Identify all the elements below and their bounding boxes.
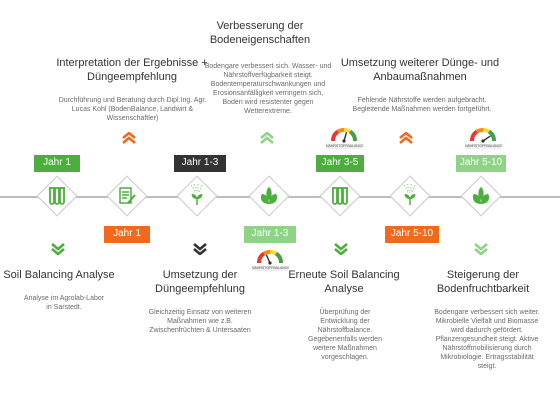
step-1-desc: Analyse im Agrolab-Labor in Sarstedt. bbox=[23, 295, 105, 311]
step-6-year-badge: Jahr 5-10 bbox=[385, 226, 439, 243]
step-2-diamond bbox=[106, 175, 148, 217]
step-6-desc: Fehlende Nährstoffe werden aufgebracht. … bbox=[352, 97, 492, 113]
gauge-label: NÄHRSTOFFBALANCE bbox=[252, 266, 290, 271]
test-tubes-icon bbox=[332, 187, 348, 205]
step-2-desc: Durchführung und Beratung durch Dipl.Ing… bbox=[58, 97, 207, 122]
plant-leaves-icon bbox=[260, 187, 278, 204]
chevron-down-icon bbox=[334, 243, 348, 255]
step-3-title: Umsetzung der Düngeempfehlung bbox=[155, 269, 245, 295]
step-7-title: Steigerung der Bodenfruchtbarkeit bbox=[436, 269, 530, 295]
step-5-title: Erneute Soil Balancing Analyse bbox=[288, 269, 400, 295]
step-7-desc: Bodengare verbessert sich weiter. Mikrob… bbox=[434, 309, 540, 370]
gauge-step-5: NÄHRSTOFFBALANCE bbox=[326, 124, 364, 149]
step-7-year-badge: Jahr 5-10 bbox=[456, 155, 506, 172]
gauge-step-4: NÄHRSTOFFBALANCE bbox=[252, 246, 290, 271]
step-4-desc: Bodengare verbessert sich. Wasser- und N… bbox=[204, 63, 332, 115]
document-pen-icon bbox=[119, 187, 136, 204]
step-6-diamond bbox=[389, 175, 431, 217]
step-4-diamond bbox=[248, 175, 290, 217]
step-3-desc: Gleichzeitig Einsatz von weiteren Maßnah… bbox=[148, 309, 252, 334]
step-3-diamond bbox=[176, 175, 218, 217]
step-6-title: Umsetzung weiterer Dünge- und Anbaumaßna… bbox=[340, 57, 500, 83]
chevron-up-icon bbox=[399, 132, 413, 144]
test-tubes-icon bbox=[49, 187, 65, 205]
step-1-year-badge: Jahr 1 bbox=[34, 155, 80, 172]
chevron-down-icon bbox=[193, 243, 207, 255]
plant-leaves-icon bbox=[472, 187, 490, 204]
chevron-up-icon bbox=[260, 132, 274, 144]
sprinkler-plant-icon bbox=[403, 183, 416, 205]
gauge-icon bbox=[470, 128, 496, 143]
chevron-down-icon bbox=[51, 243, 65, 255]
step-1-diamond bbox=[36, 175, 78, 217]
step-2-title: Interpretation der Ergebnisse + Düngeemp… bbox=[56, 57, 208, 83]
chevron-up-icon bbox=[122, 132, 136, 144]
step-4-year-badge: Jahr 1-3 bbox=[244, 226, 296, 243]
step-5-desc: Überprüfung der Entwicklung der Nährstof… bbox=[308, 309, 382, 361]
gauge-label: NÄHRSTOFFBALANCE bbox=[326, 144, 364, 149]
gauge-label: NÄHRSTOFFBALANCE bbox=[465, 144, 503, 149]
step-5-year-badge: Jahr 3-5 bbox=[316, 155, 364, 172]
step-3-year-badge: Jahr 1-3 bbox=[174, 155, 226, 172]
step-7-diamond bbox=[460, 175, 502, 217]
step-5-diamond bbox=[319, 175, 361, 217]
step-4-title: Verbesserung der Bodeneigenschaften bbox=[209, 20, 311, 46]
step-1-title: Soil Balancing Analyse bbox=[3, 269, 115, 281]
chevron-down-icon bbox=[474, 243, 488, 255]
gauge-icon bbox=[257, 250, 283, 265]
gauge-step-7: NÄHRSTOFFBALANCE bbox=[465, 124, 503, 149]
gauge-icon bbox=[331, 128, 357, 143]
sprinkler-plant-icon bbox=[190, 183, 203, 205]
step-2-year-badge: Jahr 1 bbox=[104, 226, 150, 243]
